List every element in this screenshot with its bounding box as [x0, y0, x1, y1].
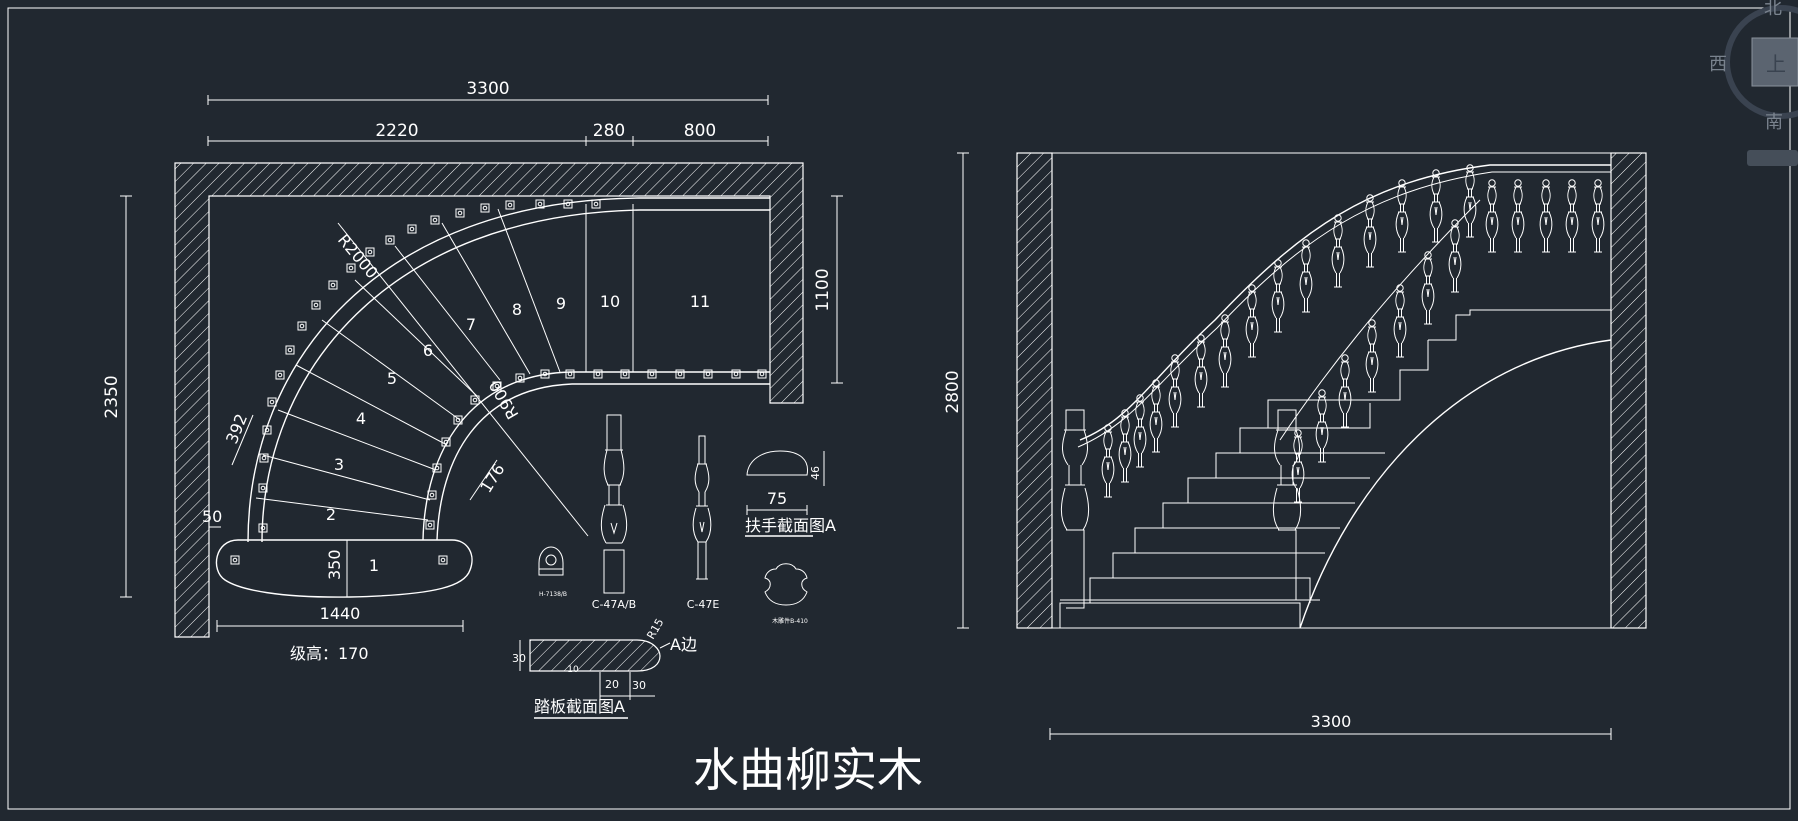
- tread-caption: 踏板截面图A: [534, 697, 625, 716]
- small-cap-drawing: [538, 546, 564, 576]
- plan-view: 3300 2220 280 800 1100 2350: [102, 79, 843, 663]
- step-number: 2: [326, 505, 336, 524]
- compass-west: 西: [1709, 54, 1727, 75]
- medallion-label: 木雕件B-410: [772, 617, 808, 625]
- step-number: 1: [369, 556, 379, 575]
- dim-tread-inner: 176: [476, 460, 508, 496]
- riser-note: 级高：170: [290, 644, 369, 663]
- elevation-height: 2800: [943, 370, 963, 413]
- baluster-label: C-47E: [687, 598, 720, 611]
- dim-left-height: 2350: [102, 375, 122, 418]
- step-number: 4: [356, 409, 366, 428]
- dim-seg-b: 280: [593, 121, 625, 141]
- drawing-title: 水曲柳实木: [693, 743, 923, 797]
- plan-wall: [174, 162, 804, 638]
- view-cube[interactable]: 上 北 西 南: [1709, 0, 1798, 166]
- handrail-height: 46: [809, 466, 822, 480]
- step-number: 9: [556, 294, 566, 313]
- dim-total-width: 3300: [466, 79, 509, 99]
- elevation-newel-left: [1061, 409, 1089, 609]
- radius-outer: R2000: [334, 230, 382, 282]
- drawing-border: [7, 7, 1791, 810]
- baluster-drawing: [692, 435, 712, 580]
- elevation-width: 3300: [1311, 712, 1352, 731]
- step-number: 6: [423, 341, 433, 360]
- elevation-view: 2800: [943, 152, 1647, 740]
- step-number: 8: [512, 300, 522, 319]
- elevation-newel-right: [1273, 409, 1301, 601]
- newel-label: C-47A/B: [592, 598, 636, 611]
- dim-seg-a: 2220: [375, 121, 418, 141]
- tread-dim-1: 20: [605, 678, 619, 691]
- tread-dim-2: 30: [632, 679, 646, 692]
- step-number: 5: [387, 369, 397, 388]
- view-cube-center: 上: [1766, 52, 1786, 76]
- compass-south: 南: [1765, 112, 1783, 133]
- tread-radius: R15: [644, 616, 666, 641]
- dim-seg-c: 800: [684, 121, 716, 141]
- dim-side-offset: 50: [202, 507, 222, 526]
- dim-tread-outer: 392: [222, 411, 251, 446]
- elevation-balusters: [1101, 164, 1605, 503]
- handrail-caption: 扶手截面图A: [745, 516, 836, 535]
- step-number: 7: [466, 315, 476, 334]
- compass-ring[interactable]: [1724, 5, 1798, 119]
- dim-tread-first: 350: [325, 549, 344, 580]
- step-number: 3: [334, 455, 344, 474]
- small-cap-label: H-7138/B: [539, 591, 567, 598]
- details: C-47A/B C-47E H-7138/B 75 46 扶手截面图A 木雕件B…: [512, 414, 836, 719]
- tread-edge-note: A边: [670, 635, 697, 654]
- tread-small-dim: 10: [567, 665, 579, 675]
- view-cube-face[interactable]: [1751, 37, 1798, 87]
- step-number: 11: [690, 292, 710, 311]
- dim-right-height: 1100: [813, 268, 833, 311]
- dim-bottom-width: 1440: [320, 604, 361, 623]
- wcs-menu-button[interactable]: [1747, 150, 1798, 166]
- radius-inner: R900: [485, 377, 522, 423]
- step-number: 10: [600, 292, 620, 311]
- tread-thickness: 30: [512, 652, 526, 665]
- handrail-width: 75: [767, 489, 787, 508]
- newel-post-drawing: [600, 414, 628, 594]
- compass-north: 北: [1764, 0, 1782, 19]
